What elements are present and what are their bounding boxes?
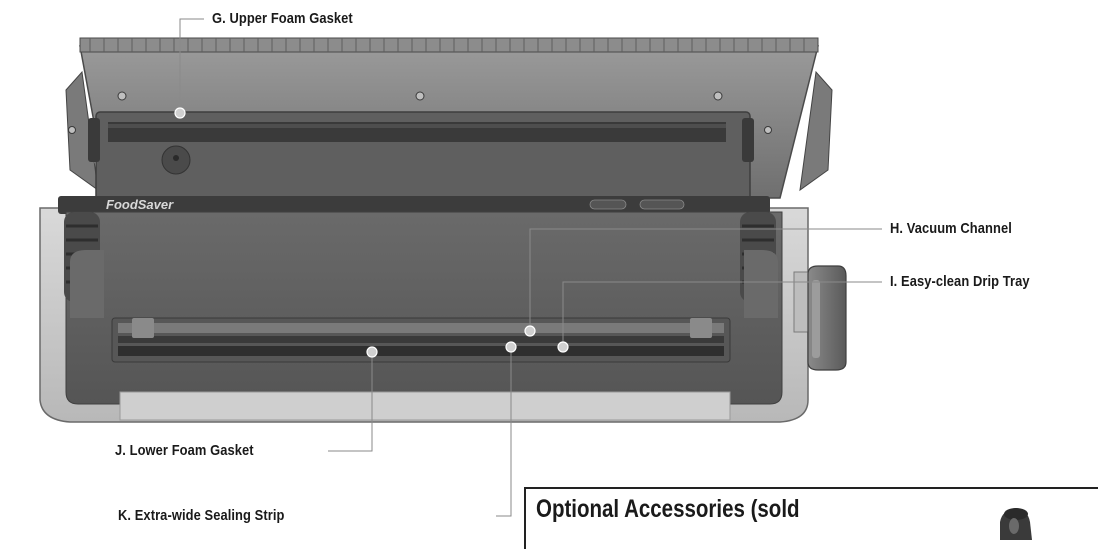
leader-lines [179,18,882,517]
label-lower-foam-gasket: J. Lower Foam Gasket [115,442,254,459]
accessory-hose-icon [1000,508,1032,540]
label-upper-foam-gasket: G. Upper Foam Gasket [212,10,353,27]
upper-lid [65,37,833,201]
callout-dot-sealing-strip [505,341,517,353]
control-button[interactable] [639,199,685,210]
callout-dot-upper-gasket [174,107,186,119]
callout-dot-vacuum-channel [524,325,536,337]
label-sealing-strip: K. Extra-wide Sealing Strip [118,507,285,524]
callout-dot-drip-tray [557,341,569,353]
lower-base: FoodSaver [39,196,809,423]
lock-handle [793,265,847,371]
brand-logo: FoodSaver [106,197,174,212]
label-drip-tray: I. Easy-clean Drip Tray [890,273,1030,290]
callout-dot-lower-gasket [366,346,378,358]
vacuum-sealer-diagram: FoodSaver [39,18,882,517]
control-button[interactable] [589,199,627,210]
accessories-heading: Optional Accessories (sold [536,495,800,523]
callout-dots [174,107,569,358]
label-vacuum-channel: H. Vacuum Channel [890,220,1012,237]
